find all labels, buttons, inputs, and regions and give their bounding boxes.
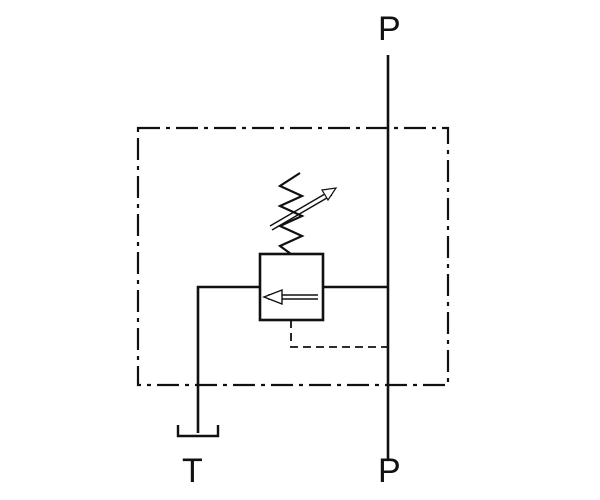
pilot-line bbox=[290, 320, 388, 348]
adjustment-arrow-icon bbox=[269, 187, 338, 231]
valve-body bbox=[258, 252, 325, 322]
port-label-t: T bbox=[182, 452, 203, 490]
tank-icon bbox=[176, 425, 220, 438]
spring-icon bbox=[277, 172, 305, 255]
port-label-p-top: P bbox=[378, 10, 401, 48]
port-label-p-bottom: P bbox=[378, 452, 401, 490]
flow-arrow-icon bbox=[262, 288, 318, 306]
valve-enclosure bbox=[136, 126, 450, 387]
tank-line bbox=[196, 285, 260, 433]
